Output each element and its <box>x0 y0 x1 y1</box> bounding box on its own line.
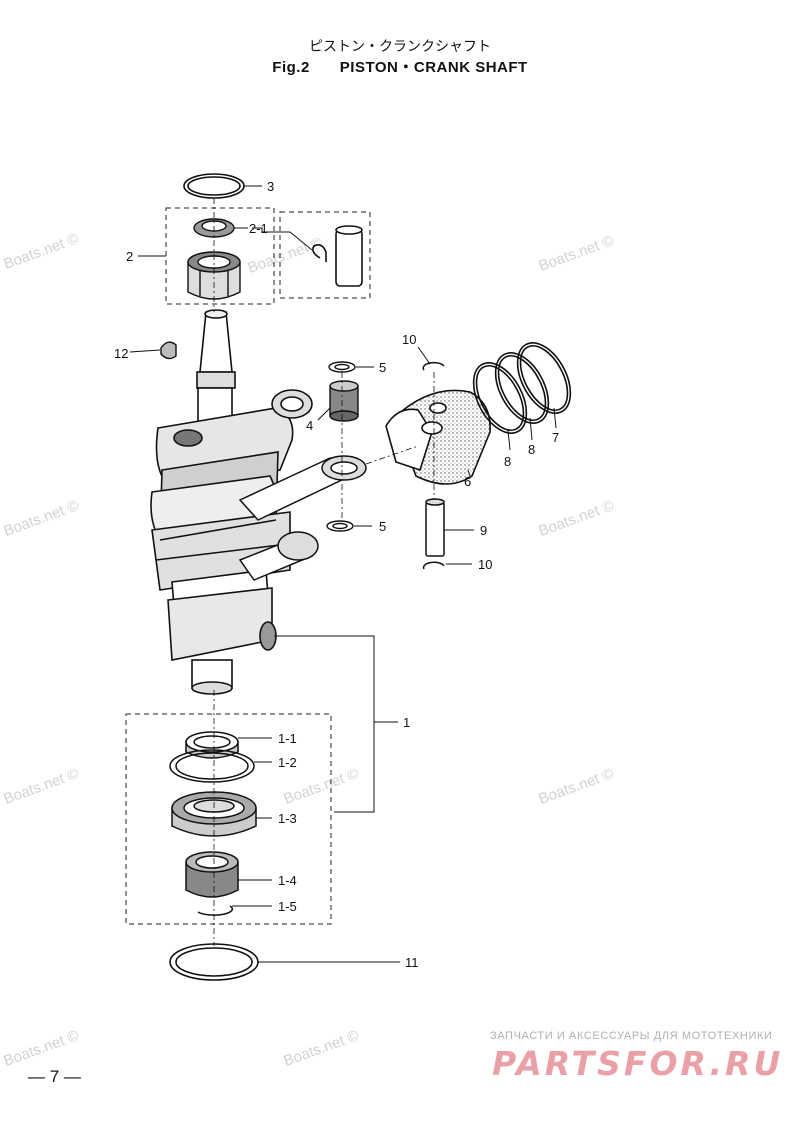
clip-and-pin <box>312 225 363 287</box>
centre-lines <box>213 198 435 946</box>
part-8-piston-ring-2 <box>494 352 550 424</box>
part-1-5-circlip <box>197 905 234 916</box>
part-8-piston-ring-1 <box>472 362 528 434</box>
part-11-o-ring <box>169 943 259 981</box>
callout-1-4: 1-4 <box>278 873 297 888</box>
part-5-thrust-washer-lower <box>326 520 354 532</box>
callout-6: 6 <box>464 474 471 489</box>
part-6-piston <box>385 389 491 485</box>
callout-1: 1 <box>403 715 410 730</box>
crankshaft <box>150 309 313 695</box>
figure-number: Fig.2 <box>272 59 310 76</box>
part-1-2-shim <box>169 749 255 783</box>
callout-5-lower: 5 <box>379 519 386 534</box>
callout-1-1: 1-1 <box>278 731 297 746</box>
callout-3: 3 <box>267 179 274 194</box>
part-5-thrust-washer-upper <box>328 361 356 373</box>
callout-2-1: 2-1 <box>249 221 268 236</box>
callout-10-upper: 10 <box>402 332 416 347</box>
part-9-piston-pin <box>425 498 445 557</box>
callout-1-2: 1-2 <box>278 755 297 770</box>
group-box-2-1 <box>279 211 371 299</box>
group-box-1 <box>125 713 332 925</box>
callout-9: 9 <box>480 523 487 538</box>
figure-title-english: PISTON・CRANK SHAFT <box>339 59 528 76</box>
connecting-rod-upper <box>238 455 367 521</box>
part-12-key <box>160 341 177 360</box>
connecting-rod-lower <box>238 531 319 581</box>
page-number: — 7 — <box>28 1067 81 1086</box>
callout-1-3: 1-3 <box>278 811 297 826</box>
brand-subtitle: ЗАПЧАСТИ И АКСЕССУАРЫ ДЛЯ МОТОТЕХНИКИ <box>490 1030 773 1042</box>
callout-2: 2 <box>126 249 133 264</box>
part-7-piston-ring <box>516 342 572 414</box>
leader-lines <box>129 185 557 963</box>
part-10-clip-lower <box>422 561 445 570</box>
part-2-needle-bearing <box>187 251 241 300</box>
part-10-clip-upper <box>422 361 445 371</box>
callout-7: 7 <box>552 430 559 445</box>
callout-11: 11 <box>405 955 419 970</box>
part-4-needle-bearing <box>329 380 359 422</box>
callout-1-5: 1-5 <box>278 899 297 914</box>
callout-4: 4 <box>306 418 313 433</box>
part-3-ring <box>183 173 245 199</box>
callout-8-a: 8 <box>504 454 511 469</box>
part-1-4-needle-bearing <box>185 851 239 898</box>
callout-12: 12 <box>114 346 128 361</box>
brand-logo: PARTSFOR.RU <box>492 1044 784 1083</box>
figure-title: Fig.2 PISTON・CRANK SHAFT <box>0 56 800 77</box>
callout-5-upper: 5 <box>379 360 386 375</box>
title-japanese: ピストン・クランクシャフト <box>309 39 491 55</box>
callout-10-lower: 10 <box>478 557 492 572</box>
callout-8-b: 8 <box>528 442 535 457</box>
